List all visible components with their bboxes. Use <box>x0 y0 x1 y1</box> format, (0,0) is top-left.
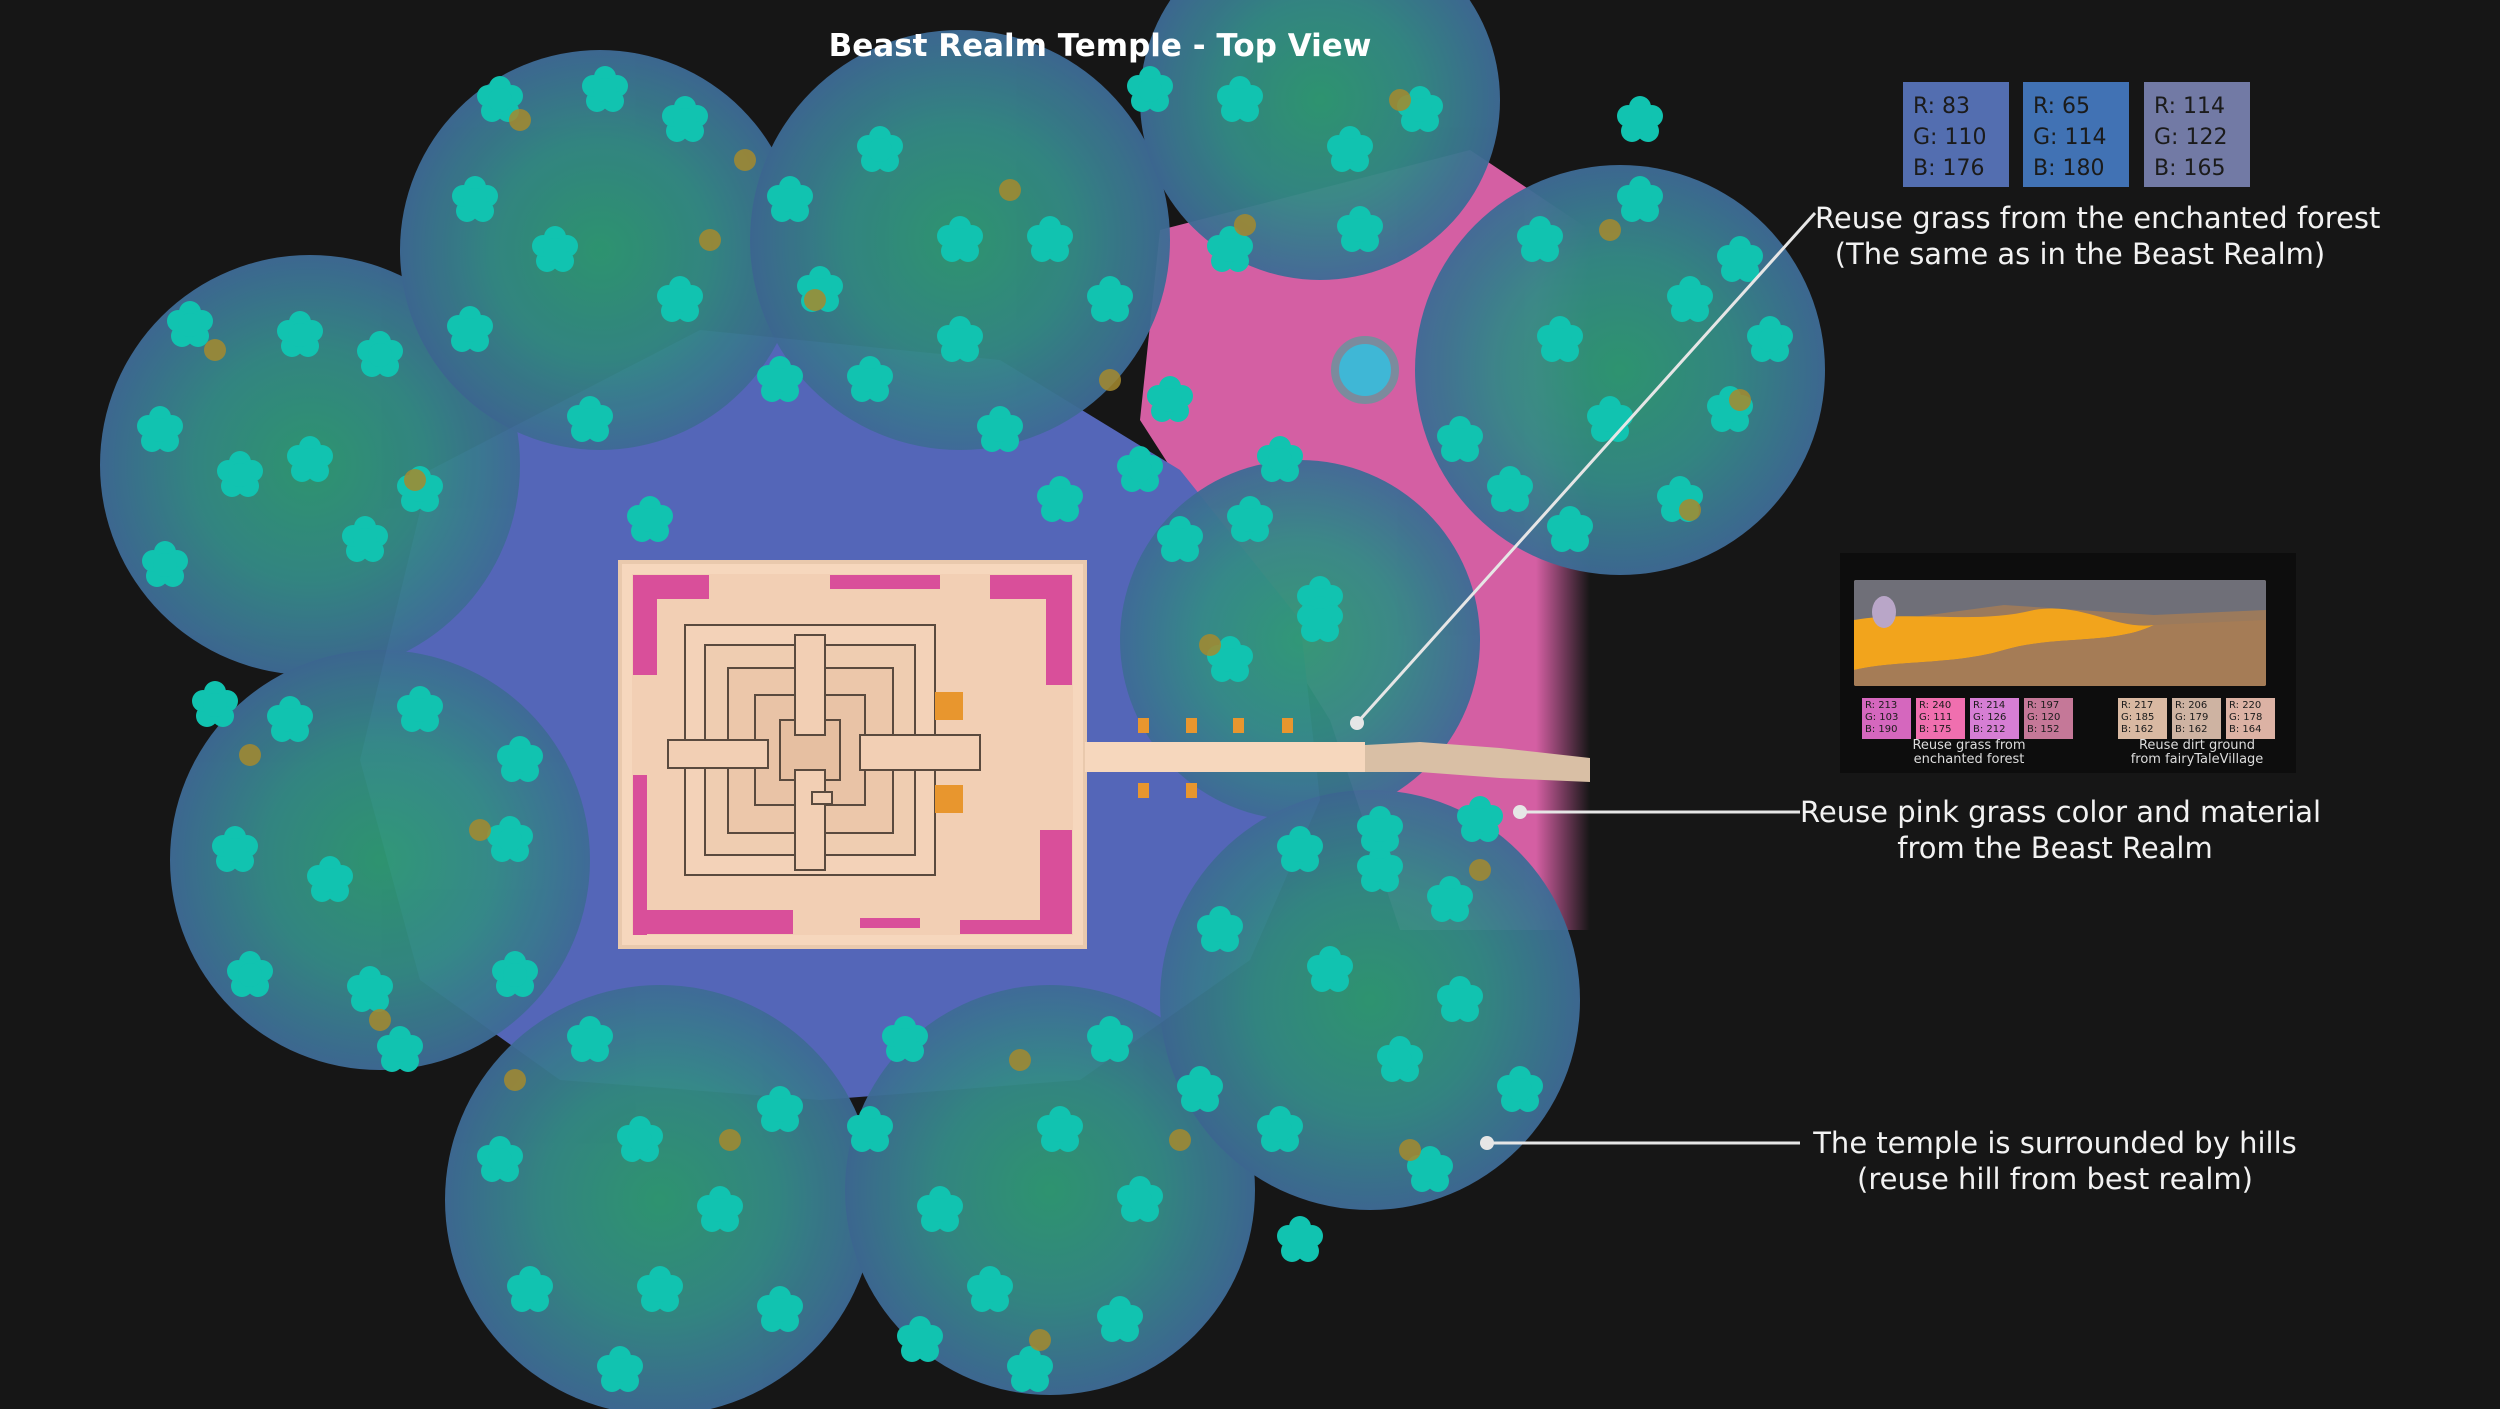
annotation-pink-grass: Reuse pink grass color and material from… <box>1800 794 2310 866</box>
grass-caption: Reuse grass from enchanted forest <box>1884 739 2054 767</box>
temple <box>620 562 1085 947</box>
reference-photo <box>1854 580 2266 686</box>
annotation-hills: The temple is surrounded by hills (reuse… <box>1800 1125 2310 1197</box>
dirt-caption: Reuse dirt ground from fairyTaleVillage <box>2112 739 2282 767</box>
page-title: Beast Realm Temple - Top View <box>0 28 2500 64</box>
annotation-grass: Reuse grass from the enchanted forest (T… <box>1815 200 2345 272</box>
small-pond <box>1335 340 1395 400</box>
